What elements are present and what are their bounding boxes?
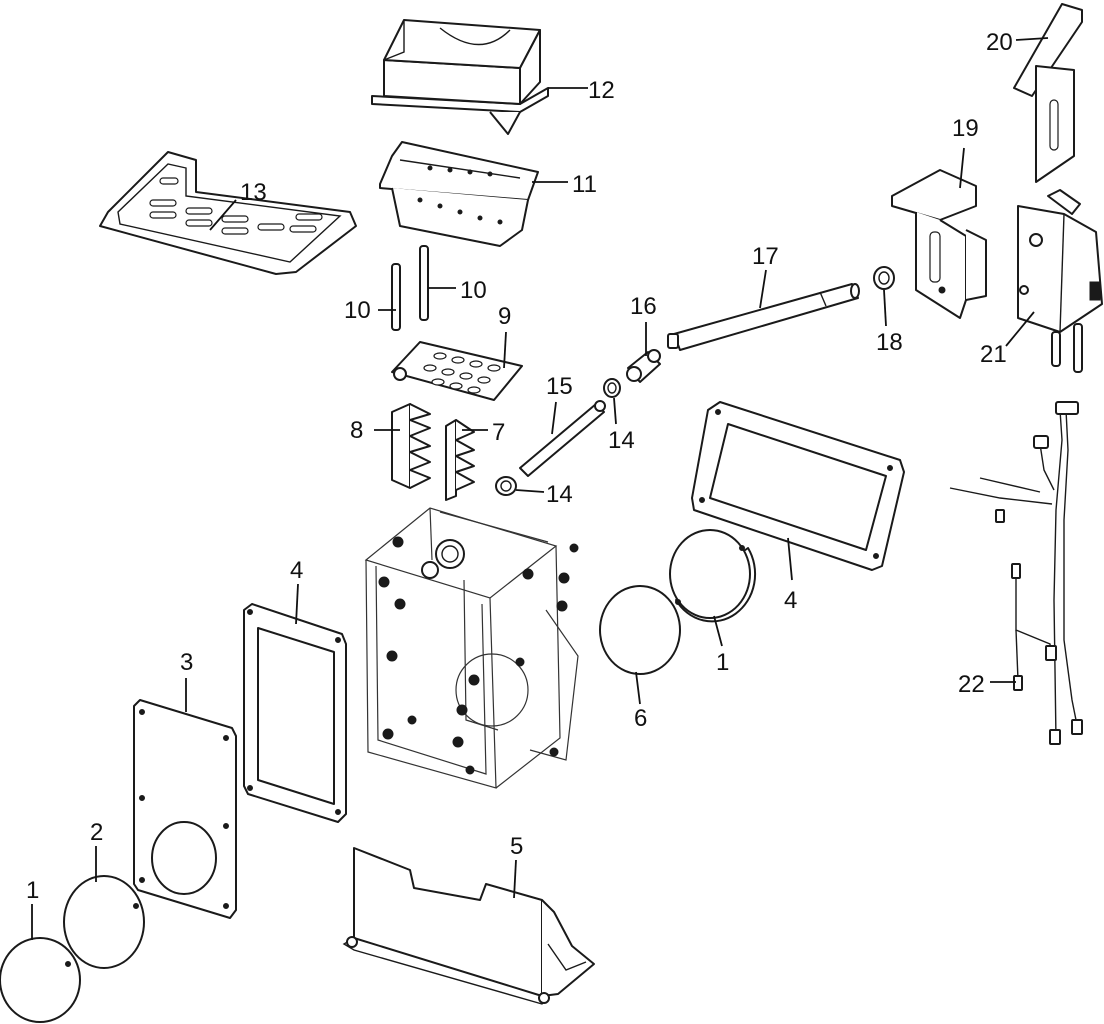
callout-8: 8 bbox=[350, 417, 363, 444]
callout-1-left: 1 bbox=[26, 877, 39, 904]
callout-17: 17 bbox=[752, 243, 779, 270]
callout-3: 3 bbox=[180, 649, 193, 676]
callout-7: 7 bbox=[492, 419, 505, 446]
callout-21: 21 bbox=[980, 341, 1007, 368]
callout-15: 15 bbox=[546, 373, 573, 400]
callout-10-right: 10 bbox=[460, 277, 487, 304]
part-4-gasket-left bbox=[243, 603, 347, 823]
part-17-rod bbox=[667, 283, 860, 351]
callout-9: 9 bbox=[498, 303, 511, 330]
part-20-lever bbox=[1013, 3, 1083, 183]
part-10-pins bbox=[391, 245, 429, 331]
part-7-comb-bracket bbox=[445, 419, 475, 501]
part-14-bushing-upper bbox=[603, 378, 621, 398]
callout-1-mid: 1 bbox=[716, 649, 729, 676]
callout-16: 16 bbox=[630, 293, 657, 320]
callout-19: 19 bbox=[952, 115, 979, 142]
part-1-cover-mid bbox=[669, 529, 757, 623]
part-1-cover-left bbox=[0, 937, 81, 1023]
callout-22: 22 bbox=[958, 671, 985, 698]
callout-14-lower: 14 bbox=[546, 481, 573, 508]
callout-10-left: 10 bbox=[344, 297, 371, 324]
part-11-pot bbox=[379, 141, 539, 247]
part-4-gasket-right bbox=[691, 401, 905, 571]
callout-13: 13 bbox=[240, 179, 267, 206]
callout-5: 5 bbox=[510, 833, 523, 860]
part-6-gasket-mid bbox=[599, 585, 681, 675]
callout-14-upper: 14 bbox=[608, 427, 635, 454]
part-5-tray bbox=[342, 847, 595, 1005]
callout-4-right: 4 bbox=[784, 587, 797, 614]
callout-6: 6 bbox=[634, 705, 647, 732]
part-21-motor bbox=[1017, 189, 1103, 373]
part-9-perforated-plate bbox=[391, 341, 523, 401]
callout-18: 18 bbox=[876, 329, 903, 356]
callout-4-left: 4 bbox=[290, 557, 303, 584]
part-14-bushing-lower bbox=[495, 476, 517, 496]
callout-20: 20 bbox=[986, 29, 1013, 56]
part-18-washer bbox=[873, 266, 895, 290]
part-12-hopper-lid bbox=[371, 19, 549, 135]
part-3-mounting-plate bbox=[133, 699, 237, 919]
part-16-coupler bbox=[626, 349, 661, 383]
callout-labels: 12 11 13 10 10 9 8 7 14 14 15 16 17 18 1… bbox=[26, 29, 1013, 904]
main-housing bbox=[364, 507, 579, 789]
part-22-wire-harness bbox=[949, 401, 1083, 745]
leader-lines bbox=[31, 37, 1049, 940]
part-19-bracket bbox=[891, 169, 987, 319]
callout-12: 12 bbox=[588, 77, 615, 104]
part-13-slotted-grate bbox=[99, 151, 357, 275]
callout-11: 11 bbox=[572, 171, 597, 198]
part-8-comb-bracket bbox=[391, 403, 431, 489]
callout-2: 2 bbox=[90, 819, 103, 846]
part-2-round-gasket bbox=[63, 875, 145, 969]
part-15-shaft bbox=[519, 400, 606, 477]
